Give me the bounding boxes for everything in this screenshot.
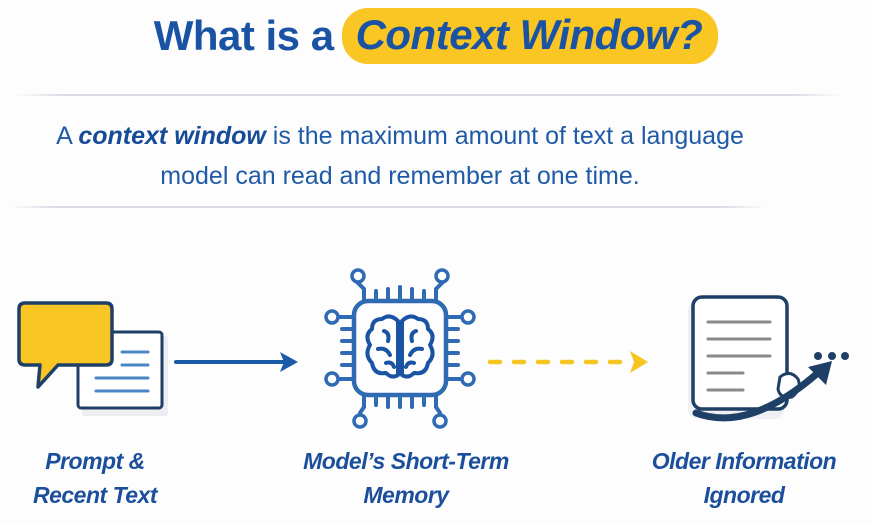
definition-line-1: A context window is the maximum amount o… [0, 116, 800, 156]
page-title: What is a Context Window? [0, 8, 872, 64]
definition-rest: is the maximum amount of text a language [272, 122, 744, 150]
caption-line-2: Memory [363, 482, 449, 508]
caption-line-1: Prompt & [45, 448, 145, 474]
top-divider [15, 94, 841, 96]
document-discard-arrow-icon [688, 295, 849, 422]
caption-line-2: Ignored [703, 482, 785, 508]
speech-bubble-document-icon [17, 301, 168, 416]
definition-text: A context window is the maximum amount o… [0, 116, 800, 196]
title-plain: What is a [153, 12, 334, 59]
title-highlight-pill: Context Window? [341, 8, 719, 64]
caption-older-information-ignored: Older Information Ignored [626, 444, 862, 512]
definition-line-2: model can read and remember at one time. [160, 162, 640, 190]
definition-term: context window [78, 122, 266, 150]
bottom-divider [10, 206, 766, 208]
caption-line-1: Model’s Short-Term [303, 448, 509, 474]
definition-prefix: A [56, 122, 72, 150]
caption-short-term-memory: Model’s Short-Term Memory [286, 444, 526, 512]
dashed-arrow-icon [487, 351, 648, 373]
brain-chip-icon [324, 268, 476, 429]
caption-line-1: Older Information [651, 448, 837, 474]
caption-prompt-recent-text: Prompt & Recent Text [10, 444, 180, 512]
caption-line-2: Recent Text [32, 482, 158, 508]
solid-arrow-icon [174, 352, 298, 372]
